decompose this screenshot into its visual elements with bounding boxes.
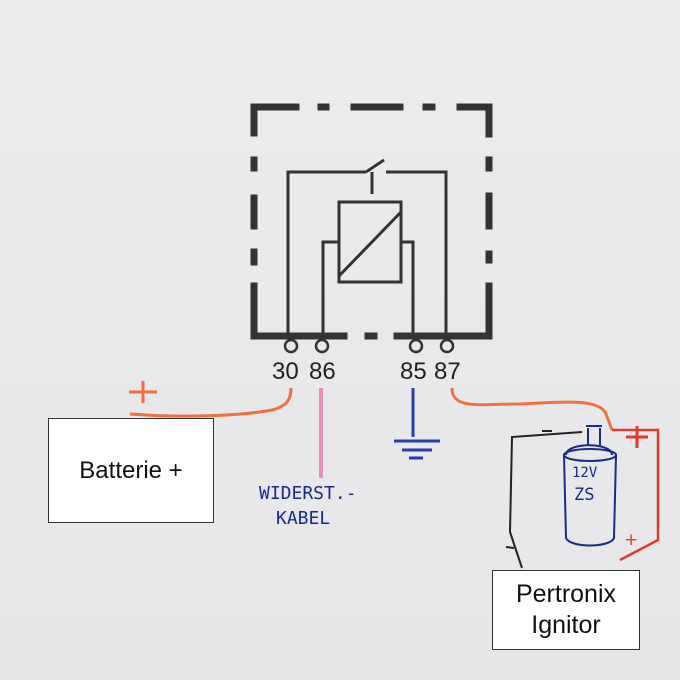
coil-feed-wire <box>612 428 660 562</box>
pin-label-87: 87 <box>434 358 461 385</box>
relay-pin-circles <box>283 338 455 354</box>
pin-30-terminal <box>283 338 299 354</box>
pertronix-box: Pertronix Ignitor <box>492 570 640 650</box>
pin-85-terminal <box>408 338 424 354</box>
resistor-cable-label-line1: WIDERST.- <box>259 483 357 504</box>
ground-symbol <box>394 388 440 460</box>
pertronix-label-line1: Pertronix <box>515 580 617 608</box>
battery-box: Batterie + <box>48 418 214 523</box>
coil-type-label: ZS <box>574 485 594 505</box>
battery-positive-wire <box>129 387 293 418</box>
pin-label-86: 86 <box>309 358 336 385</box>
pin-86-terminal <box>314 338 330 354</box>
pertronix-label-line2: Ignitor <box>531 611 601 639</box>
coil-plus-sign-bottom: + <box>624 530 638 550</box>
coil-minus-sign-bottom <box>505 546 515 549</box>
coil-voltage-label: 12V <box>572 465 598 481</box>
pin-label-30: 30 <box>272 358 299 385</box>
coil-plus-sign-top <box>626 426 648 448</box>
relay-internal-wiring <box>286 158 448 336</box>
relay-housing <box>250 103 493 340</box>
battery-label: Batterie + <box>79 456 183 484</box>
ignition-coil-icon <box>563 425 617 547</box>
battery-plus-sign <box>129 381 157 403</box>
pin87-to-coil-wire <box>450 387 614 431</box>
pin-label-85: 85 <box>400 358 427 385</box>
pin-87-terminal <box>439 338 455 354</box>
resistor-cable-label-line2: KABEL <box>276 508 330 529</box>
coil-negative-wire <box>508 431 583 569</box>
